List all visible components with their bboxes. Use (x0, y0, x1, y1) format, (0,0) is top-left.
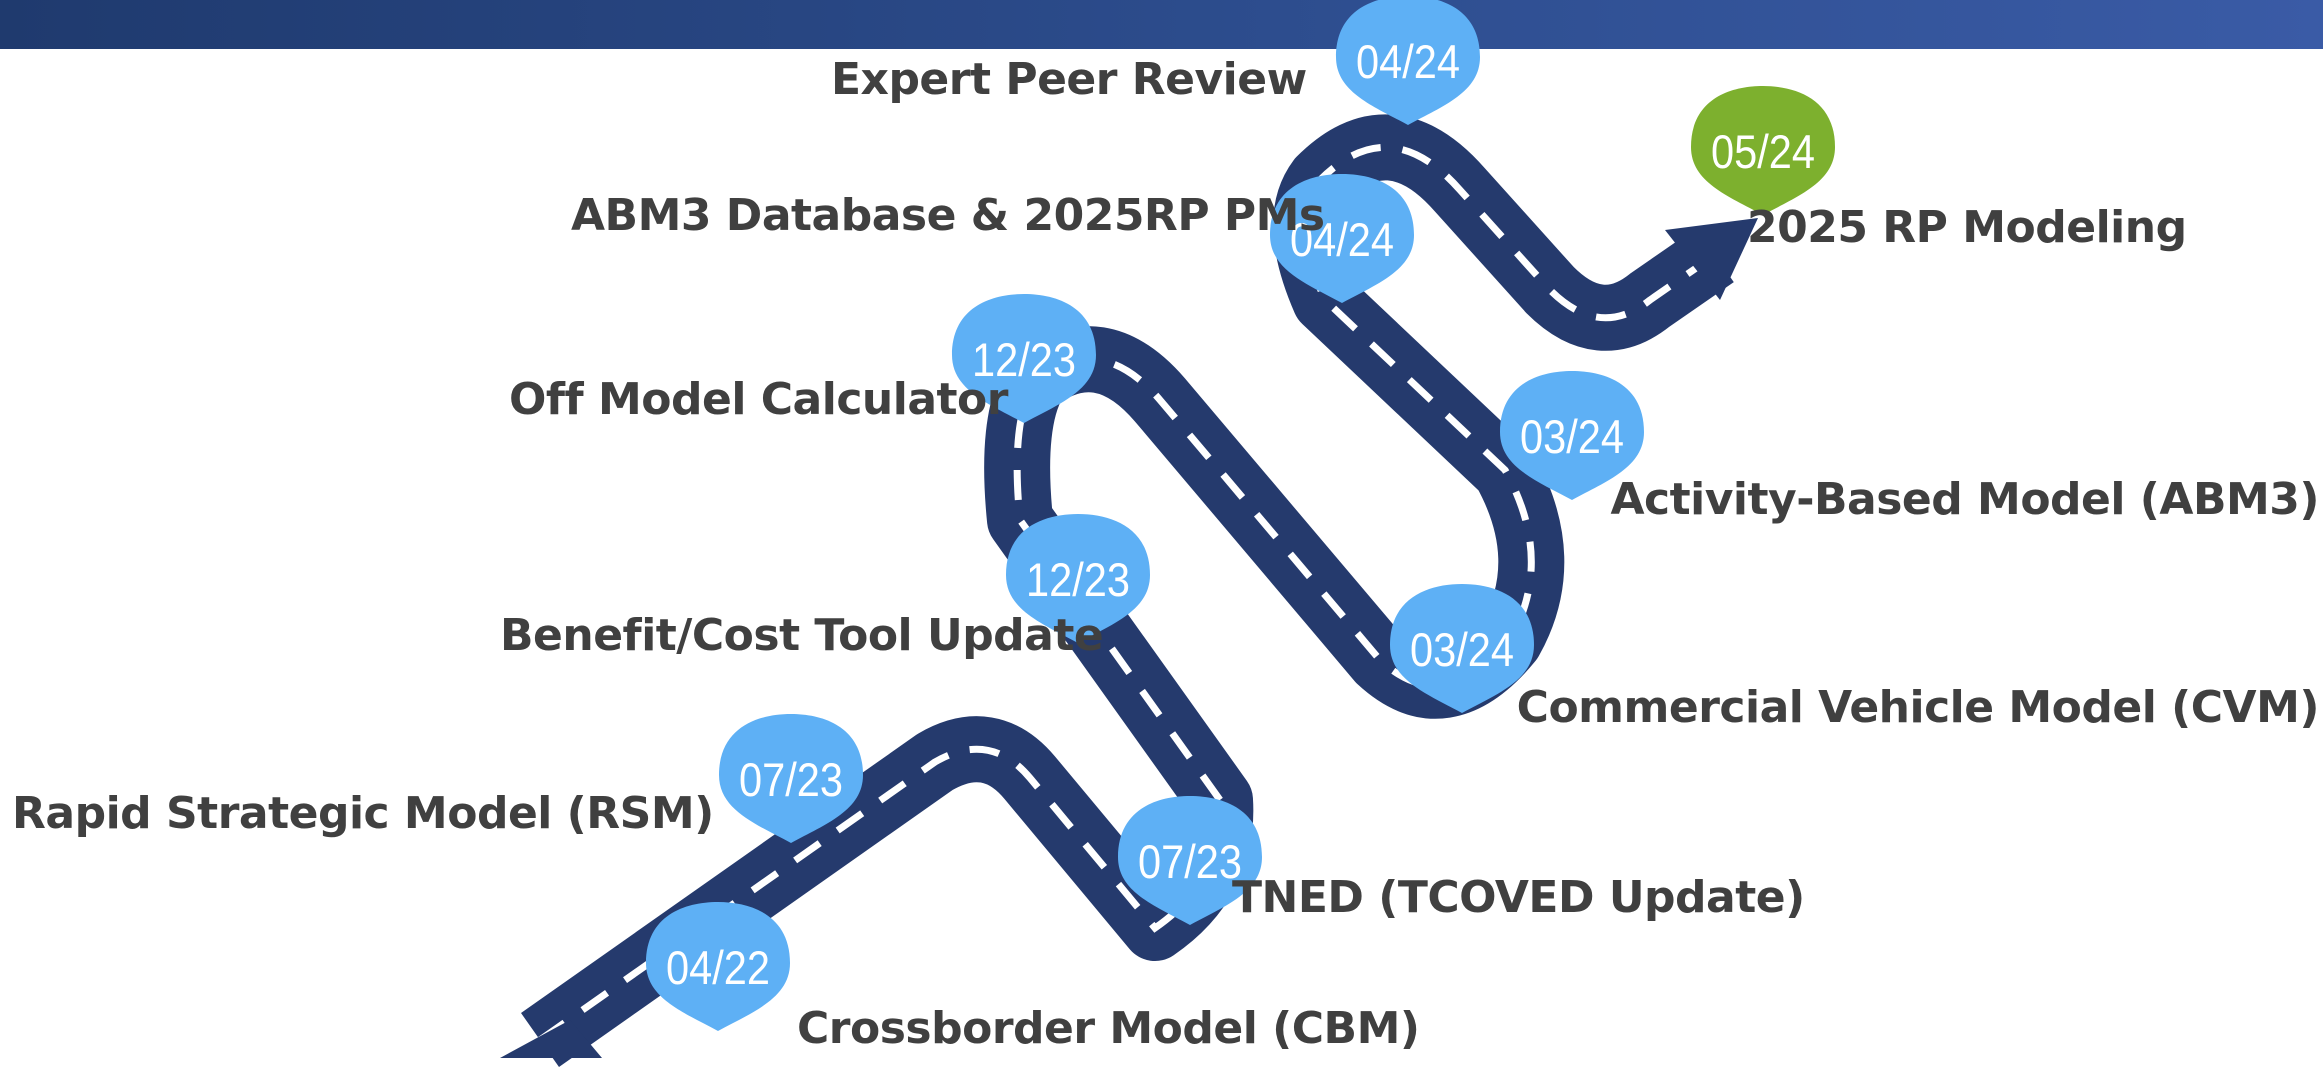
pin-marker-shape (646, 902, 790, 1031)
milestone-pin: 07/23 (1118, 796, 1262, 925)
pin-marker-shape (1500, 371, 1644, 500)
milestone-pin: 12/23 (952, 294, 1096, 423)
pin-date: 04/24 (1290, 213, 1394, 266)
milestone-label: Expert Peer Review (831, 54, 1307, 105)
milestone-pin: 04/24 (1336, 0, 1480, 125)
pin-date: 12/23 (1026, 553, 1130, 606)
pin-date: 05/24 (1711, 125, 1815, 178)
road-arrow-head (1665, 218, 1758, 300)
milestone-pin: 04/24 (1270, 174, 1414, 303)
milestone-pin: 04/22 (646, 902, 790, 1031)
pin-marker-shape (1390, 584, 1534, 713)
pin-date: 03/24 (1410, 623, 1514, 676)
pin-date: 07/23 (1138, 835, 1242, 888)
milestone-pins: 04/22 07/23 07/23 12/23 12/23 03/24 03/24 04/24… (646, 0, 1835, 1031)
pin-marker-shape (1006, 514, 1150, 643)
pin-marker-shape (719, 714, 863, 843)
milestone-label: Crossborder Model (CBM) (797, 1003, 1420, 1054)
milestone-pin: 03/24 (1390, 584, 1534, 713)
milestone-label: Off Model Calculator (509, 374, 1008, 425)
pin-date: 04/24 (1356, 35, 1460, 88)
pin-marker-shape (1270, 174, 1414, 303)
milestone-pin: 07/23 (719, 714, 863, 843)
milestone-label: Benefit/Cost Tool Update (500, 610, 1104, 661)
pin-marker-shape (1691, 86, 1835, 215)
milestone-label: Rapid Strategic Model (RSM) (12, 788, 714, 839)
pin-marker-shape (1118, 796, 1262, 925)
pin-marker-shape (1336, 0, 1480, 125)
milestone-pin: 03/24 (1500, 371, 1644, 500)
milestone-label: Activity-Based Model (ABM3) (1610, 474, 2319, 525)
milestone-pin: 05/24 (1691, 86, 1835, 215)
pin-date: 12/23 (972, 333, 1076, 386)
header-bar (0, 0, 2323, 49)
pin-date: 03/24 (1520, 410, 1624, 463)
milestone-label: ABM3 Database & 2025RP PMs (571, 190, 1325, 241)
milestone-pin: 12/23 (1006, 514, 1150, 643)
pin-date: 04/22 (666, 941, 770, 994)
milestone-label: TNED (TCOVED Update) (1232, 872, 1805, 923)
road-start-edge (500, 1020, 602, 1058)
pin-date: 07/23 (739, 753, 843, 806)
milestone-label: Commercial Vehicle Model (CVM) (1516, 682, 2320, 733)
milestone-label: 2025 RP Modeling (1747, 202, 2187, 253)
pin-marker-shape (952, 294, 1096, 423)
